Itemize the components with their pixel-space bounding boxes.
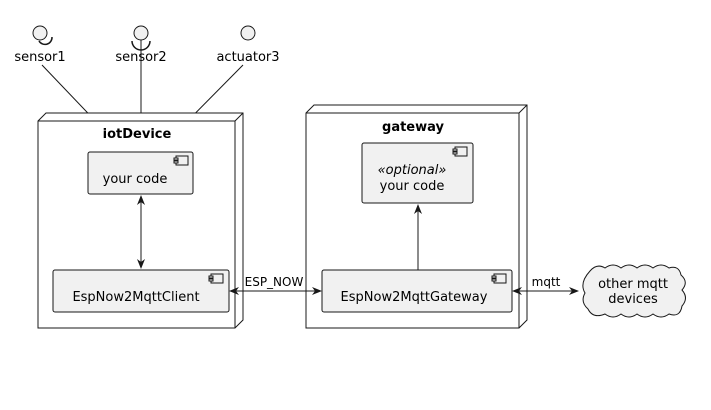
component-icon — [491, 273, 507, 284]
component-icon — [452, 146, 468, 157]
cloud-label-line2: devices — [608, 292, 658, 307]
cloud-other-mqtt-devices: other mqtt devices — [582, 264, 686, 318]
arrow-gateway-optional — [414, 204, 422, 270]
component-optional-code: «optional» your code — [361, 142, 474, 204]
component-label-your-code: your code — [103, 172, 168, 187]
component-icon — [208, 273, 224, 284]
arrow-code-client — [137, 195, 145, 269]
component-esp-gateway: EspNow2MqttGateway — [321, 269, 513, 313]
node-title-gateway: gateway — [382, 120, 444, 135]
node-title-iotDevice: iotDevice — [103, 127, 172, 142]
arrow-esp-now: ESP_NOW — [229, 275, 322, 295]
component-icon — [173, 155, 189, 166]
interface-sensor1: sensor1 — [14, 25, 66, 65]
link-label-mqtt: mqtt — [532, 275, 561, 289]
interface-label-sensor1: sensor1 — [14, 50, 65, 65]
component-label-esp-client: EspNow2MqttClient — [72, 290, 199, 305]
cloud-label-line1: other mqtt — [598, 277, 668, 292]
component-stereotype-optional: «optional» — [378, 163, 447, 178]
interface-actuator3: actuator3 — [216, 25, 280, 65]
component-label-esp-gateway: EspNow2MqttGateway — [341, 290, 488, 305]
interface-label-actuator3: actuator3 — [216, 50, 279, 65]
link-label-esp-now: ESP_NOW — [245, 275, 304, 289]
component-esp-client: EspNow2MqttClient — [52, 269, 230, 313]
arrow-mqtt: mqtt — [512, 275, 579, 295]
component-your-code: your code — [87, 151, 194, 195]
component-label-optional-code: your code — [380, 179, 445, 194]
